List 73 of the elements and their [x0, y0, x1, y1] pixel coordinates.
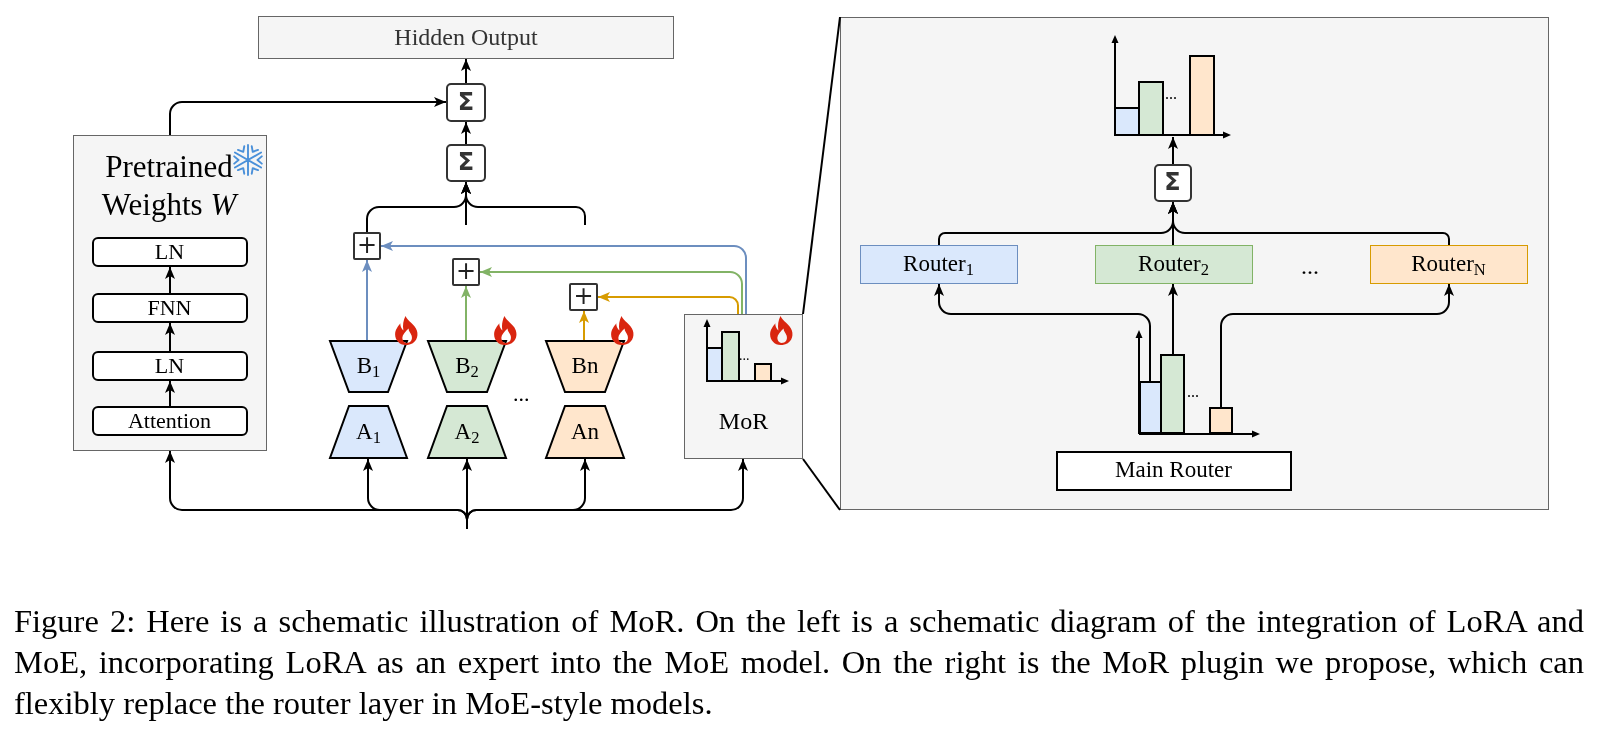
layer-box: [91, 350, 248, 381]
operator-symbol: Σ: [457, 149, 475, 177]
block-label: A$_{1}$: [356, 418, 381, 446]
arrow: [380, 241, 747, 315]
arrow: [1220, 283, 1454, 408]
arrow: [461, 181, 586, 226]
operator-symbol: Σ: [1164, 168, 1181, 197]
box-label: Main Router: [1115, 457, 1232, 484]
box-label: Attention: [127, 407, 212, 434]
router-box: [1094, 244, 1253, 284]
ellipsis: ...: [739, 348, 750, 365]
ellipsis: ...: [513, 381, 530, 407]
module-panel: [73, 135, 267, 451]
block-label: A$_{2}$: [454, 418, 480, 446]
arrow: [165, 380, 175, 407]
arrow: [1168, 201, 1450, 246]
layer-box: [91, 405, 248, 436]
operator-box: [1153, 163, 1192, 202]
figure-caption: Figure 2: Here is a schematic illustration of MoR. On the left is a schematic diagram of the integration of LoRA and MoE, incorporating LoRA as an expert into the MoE model. On the right is the MoR plugin we propose, which can flexibly replace the router layer in MoE-style models.: [14, 602, 1584, 723]
block-label: B$_{1}$: [356, 353, 381, 380]
layer-box: [91, 236, 248, 267]
ellipsis: ...: [1165, 85, 1177, 104]
arrow: [579, 310, 589, 341]
trapezoid-block: [545, 340, 625, 393]
operator-symbol: +: [573, 283, 594, 311]
ellipsis: ...: [1187, 383, 1199, 402]
arrow: [362, 259, 372, 341]
operator-box: [446, 144, 486, 182]
trapezoid-block: [427, 405, 507, 459]
operator-box: [446, 83, 486, 122]
trapezoid-block: [329, 405, 408, 459]
arrow: [461, 58, 471, 84]
box-label: Hidden Output: [394, 23, 538, 52]
arrow: [165, 322, 175, 352]
panel-label: MoR: [718, 408, 769, 436]
arrow: [461, 285, 471, 341]
trapezoid-block: [545, 405, 625, 459]
arrow: [466, 458, 748, 530]
router-box: [859, 244, 1018, 284]
output-box: [258, 16, 674, 59]
trapezoid-block: [329, 340, 408, 393]
operator-symbol: +: [356, 232, 378, 260]
box-label: Router$_{1}$: [903, 250, 974, 278]
module-panel: [684, 314, 803, 459]
block-label: An: [570, 418, 600, 446]
layer-box: [91, 292, 248, 323]
arrow: [165, 266, 175, 294]
arrow: [461, 121, 471, 145]
box-label: FNN: [147, 294, 192, 321]
arrow: [479, 267, 743, 315]
arrow: [1168, 283, 1178, 355]
chart-bar: [1208, 406, 1233, 434]
operator-symbol: +: [455, 258, 477, 286]
zoom-panel: [840, 17, 1549, 510]
operator-symbol: Σ: [457, 88, 475, 117]
box-label: Router$_{2}$: [1138, 250, 1209, 278]
router-box: [1369, 244, 1528, 284]
arrow: [169, 97, 447, 136]
connector-line: [802, 458, 841, 511]
trapezoid-block: [427, 340, 507, 393]
box-label: LN: [154, 238, 185, 265]
connector-line: [802, 16, 841, 315]
arrow: [1168, 136, 1178, 165]
box-label: LN: [154, 352, 185, 379]
router-box: [1055, 450, 1292, 491]
arrow: [934, 283, 1151, 382]
block-label: Bn: [571, 353, 599, 380]
panel-title: Pretrained Weights W: [100, 148, 240, 224]
box-label: Router$_{N}$: [1411, 250, 1486, 278]
ellipsis: ...: [1301, 253, 1319, 281]
arrow: [597, 292, 739, 315]
chart-bar: [1159, 353, 1185, 434]
block-label: B$_{2}$: [455, 353, 479, 380]
